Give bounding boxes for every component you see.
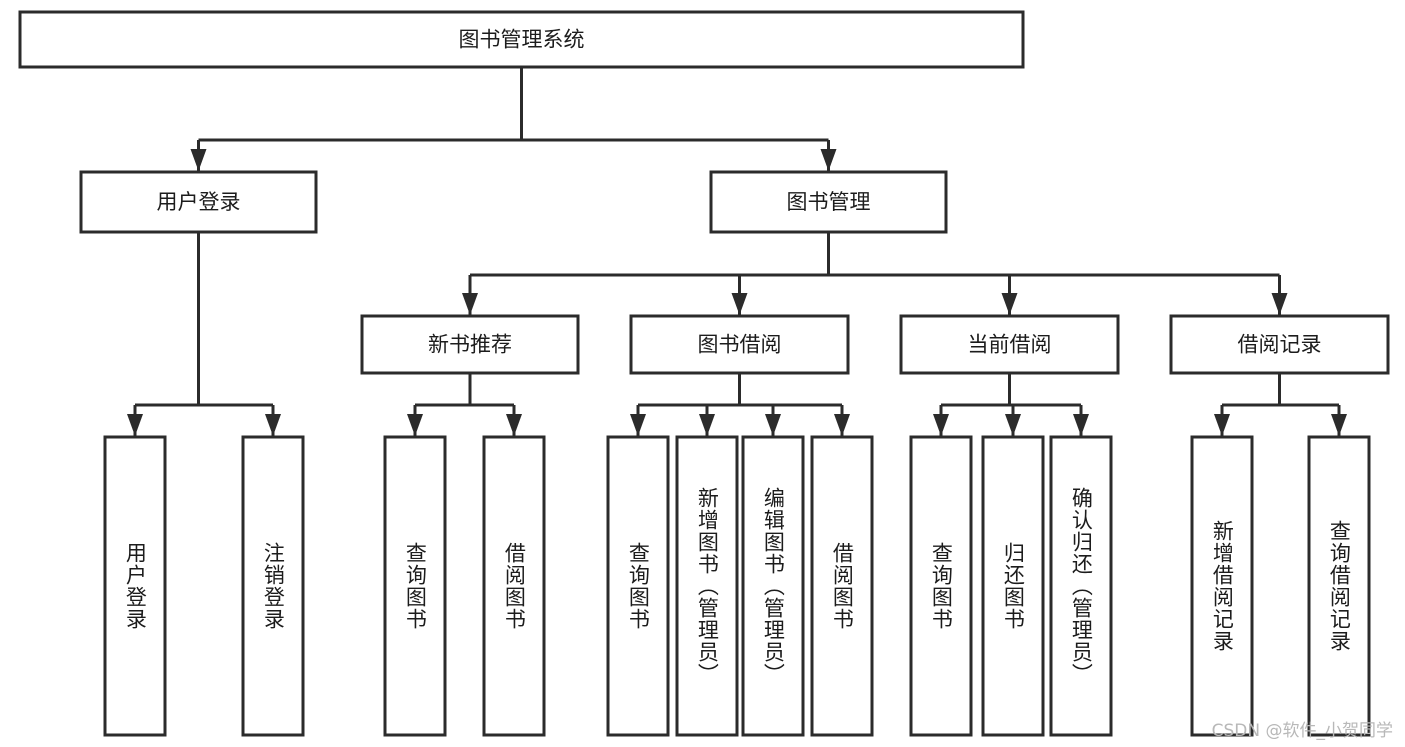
connector-lines bbox=[127, 67, 1347, 436]
leaf-leaf-query-book-3[interactable] bbox=[909, 435, 973, 737]
arrow-head bbox=[1005, 414, 1021, 436]
arrow-head bbox=[834, 414, 850, 436]
label-current-borrow: 当前借阅 bbox=[968, 333, 1052, 357]
node-user-login[interactable] bbox=[79, 170, 318, 234]
arrow-head bbox=[1001, 293, 1018, 315]
arrow-head bbox=[933, 414, 949, 436]
node-boxes bbox=[18, 10, 1390, 737]
arrow-head bbox=[820, 149, 837, 171]
node-root[interactable] bbox=[18, 10, 1025, 69]
leaf-leaf-confirm-return[interactable] bbox=[1049, 435, 1113, 737]
arrow-head bbox=[127, 414, 143, 436]
arrow-head bbox=[765, 414, 781, 436]
leaf-leaf-return-book[interactable] bbox=[981, 435, 1045, 737]
arrow-head bbox=[1331, 414, 1347, 436]
arrow-head bbox=[265, 414, 281, 436]
arrow-head bbox=[1214, 414, 1230, 436]
leaf-leaf-borrow-book-2[interactable] bbox=[810, 435, 874, 737]
label-book-borrow: 图书借阅 bbox=[698, 333, 782, 357]
leaf-leaf-edit-book[interactable] bbox=[741, 435, 805, 737]
arrow-head bbox=[462, 293, 478, 315]
node-new-book-recommend[interactable] bbox=[360, 314, 580, 375]
leaf-leaf-query-book-1[interactable] bbox=[383, 435, 447, 737]
arrow-head bbox=[1073, 414, 1089, 436]
watermark: CSDN @软件_小贺同学 bbox=[1211, 721, 1393, 741]
leaf-leaf-borrow-book-1[interactable] bbox=[482, 435, 546, 737]
label-root: 图书管理系统 bbox=[459, 28, 585, 52]
leaf-leaf-query-record[interactable] bbox=[1307, 435, 1371, 737]
arrow-head bbox=[699, 414, 715, 436]
leaf-leaf-logout[interactable] bbox=[241, 435, 305, 737]
arrow-head bbox=[630, 414, 646, 436]
node-book-manage[interactable] bbox=[709, 170, 948, 234]
label-book-manage: 图书管理 bbox=[787, 190, 871, 214]
label-borrow-record: 借阅记录 bbox=[1238, 333, 1322, 357]
node-borrow-record[interactable] bbox=[1169, 314, 1390, 375]
leaf-leaf-query-book-2[interactable] bbox=[606, 435, 670, 737]
arrow-head bbox=[731, 293, 748, 315]
label-user-login: 用户登录 bbox=[157, 190, 241, 214]
arrow-head bbox=[506, 414, 522, 436]
leaf-leaf-user-login[interactable] bbox=[103, 435, 167, 737]
arrow-head bbox=[1271, 293, 1288, 315]
leaf-leaf-add-record[interactable] bbox=[1190, 435, 1254, 737]
node-book-borrow[interactable] bbox=[629, 314, 850, 375]
label-new-book-recommend: 新书推荐 bbox=[428, 333, 512, 357]
arrow-head bbox=[190, 149, 207, 171]
node-current-borrow[interactable] bbox=[899, 314, 1120, 375]
leaf-leaf-add-book[interactable] bbox=[675, 435, 739, 737]
arrow-head bbox=[407, 414, 423, 436]
